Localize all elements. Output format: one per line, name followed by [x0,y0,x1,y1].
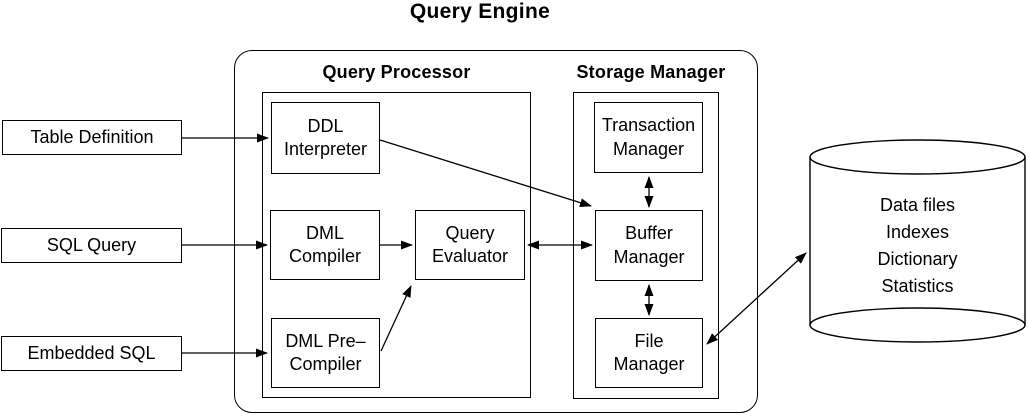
box-ddl-interpreter: DDL Interpreter [271,102,380,174]
query-engine-frame [234,50,758,413]
query-processor-label: Query Processor [322,62,471,82]
database-cylinder-shape [809,139,1026,343]
box-dml-precompiler: DML Pre– Compiler [271,318,380,388]
arrow-dml-precompiler-to-query-evaluator [380,285,412,352]
box-embedded-sql: Embedded SQL [1,336,182,371]
storage-manager-label: Storage Manager [576,62,726,82]
arrow-ddl-interpreter-to-buffer-manager [379,139,592,208]
box-query-evaluator: Query Evaluator [415,210,525,280]
diagram-title: Query Engine [409,0,551,23]
box-file-manager: File Manager [595,318,703,388]
box-dml-compiler: DML Compiler [270,210,380,280]
arrow-file-manager-database [706,252,807,345]
box-buffer-manager: Buffer Manager [595,210,703,281]
box-transaction-manager: Transaction Manager [594,102,703,173]
box-table-definition: Table Definition [2,120,182,155]
database-contents: Data files Indexes Dictionary Statistics [877,195,958,296]
box-sql-query: SQL Query [1,228,182,263]
